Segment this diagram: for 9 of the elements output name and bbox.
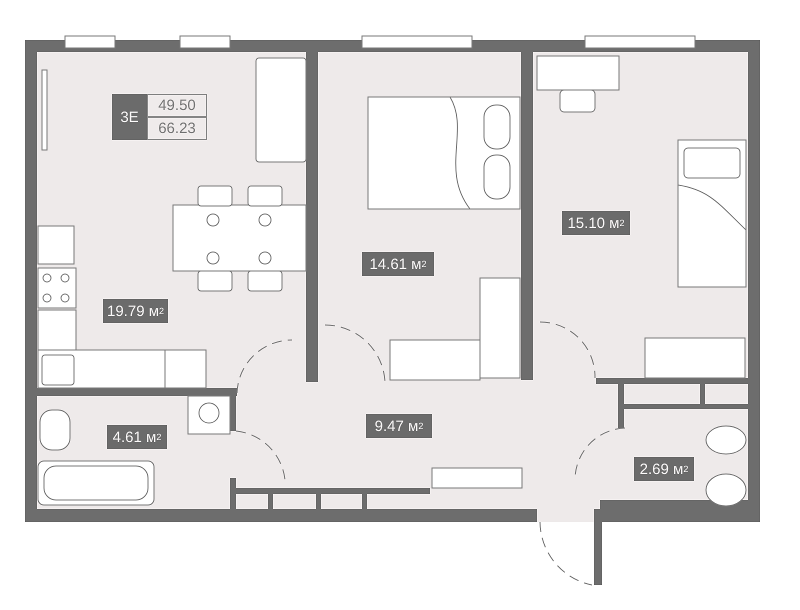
room-area-label: 2.69 м$^{2}$ xyxy=(634,457,694,481)
room-area-label: 14.61 м$^{2}$ xyxy=(362,252,434,276)
room-area-label: 9.47 м$^{2}$ xyxy=(366,414,432,438)
room-area-label: 19.79 м$^{2}$ xyxy=(103,299,168,323)
room-area-label: 15.10 м$^{2}$ xyxy=(562,211,630,235)
total-area-value: 66.23 xyxy=(147,117,207,140)
apartment-type-label: 3E xyxy=(112,94,147,140)
room-area-label: 4.61 м$^{2}$ xyxy=(107,425,167,449)
living-area-value: 49.50 xyxy=(147,94,207,117)
